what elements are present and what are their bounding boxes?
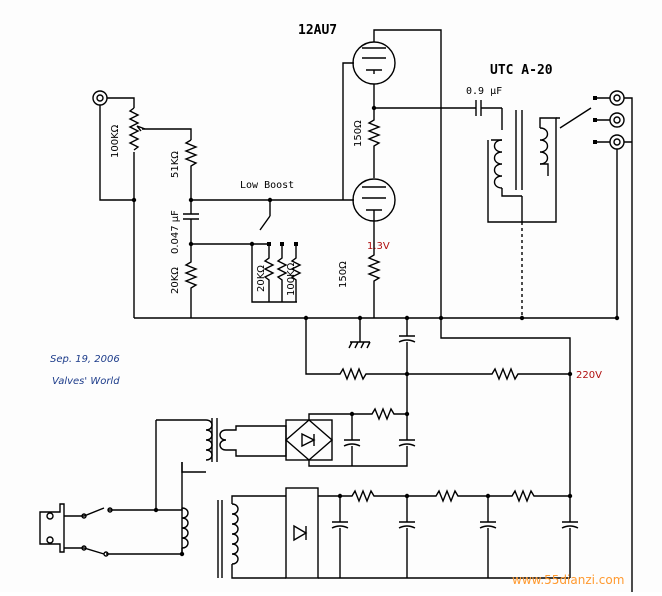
- ac-inlet: [39, 503, 65, 553]
- cap-out-label: 0.9 μF: [466, 86, 502, 97]
- resistor-51k: [184, 139, 198, 200]
- r100k-mid-label: 100KΩ: [286, 262, 297, 296]
- cathode-voltage: 1.3V: [367, 241, 390, 252]
- transformer-title: UTC A-20: [490, 63, 553, 78]
- tube-upper: [352, 41, 396, 85]
- watermark: www.55dianzi.com: [512, 573, 624, 587]
- tube-lower: [352, 178, 396, 222]
- tube-title: 12AU7: [298, 23, 337, 38]
- date-text: Sep. 19, 2006: [50, 354, 120, 365]
- cap047-label: 0.047 μF: [170, 210, 181, 254]
- r150-cathode-label: 150Ω: [338, 261, 349, 288]
- main-rectifier: [285, 487, 319, 579]
- credit-text: Valves' World: [52, 376, 120, 387]
- switch-label: Low Boost: [240, 180, 294, 191]
- heater-transformer: [156, 418, 287, 473]
- power-transformer: [181, 495, 286, 579]
- input-jack: [92, 90, 108, 106]
- supply-voltage: 220V: [576, 370, 602, 381]
- r51k-label: 51KΩ: [170, 151, 181, 178]
- output-transformer: [487, 108, 557, 318]
- output-jacks: [556, 90, 633, 592]
- pot-label: 100KΩ: [110, 124, 121, 158]
- r20k-mid-label: 20KΩ: [256, 265, 267, 292]
- r20k-left-label: 20KΩ: [170, 267, 181, 294]
- r150-plate-label: 150Ω: [353, 120, 364, 147]
- heater-bridge: [284, 419, 334, 461]
